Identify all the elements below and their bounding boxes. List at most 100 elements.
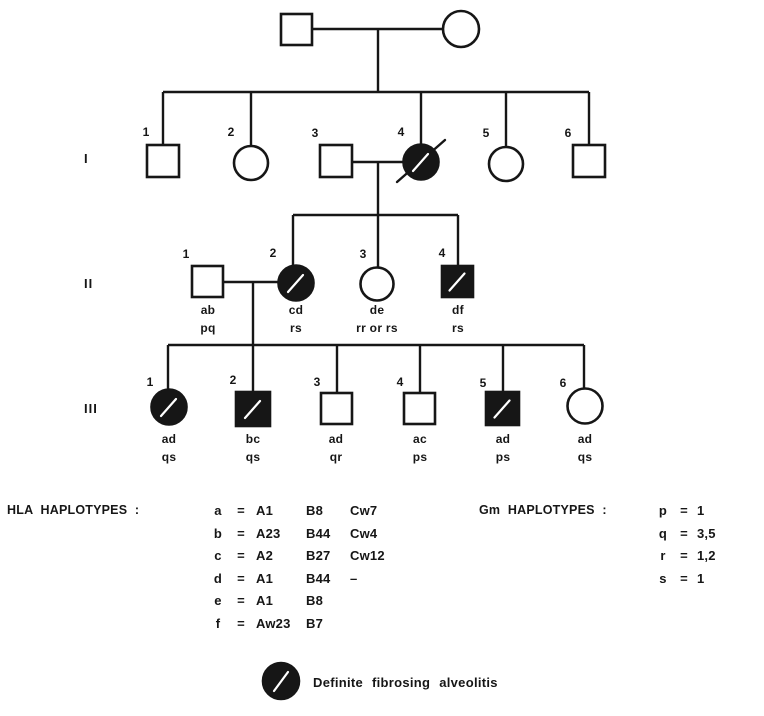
haplotype-key: b (213, 525, 223, 541)
hla-haplotype-label: de (370, 303, 385, 317)
haplotype-allele: 3,5 (697, 525, 716, 541)
female-circle-symbol (441, 9, 481, 49)
individual-number: 2 (230, 373, 237, 387)
haplotype-allele: A1 (256, 503, 274, 518)
male-square-symbol (402, 391, 437, 426)
haplotype-allele: Cw12 (350, 548, 385, 564)
male-square-symbol (319, 391, 354, 426)
female-circle-symbol (487, 145, 525, 183)
equals-sign: = (237, 503, 245, 518)
gm-haplotype-label: pq (200, 321, 215, 335)
gm-haplotype-label: qs (246, 450, 261, 464)
gm-haplotype-label: qs (578, 450, 593, 464)
individual-number: 3 (312, 126, 319, 140)
equals-sign: = (237, 548, 245, 564)
affected-hatch-mark (159, 397, 178, 418)
hla-haplotype-label: bc (246, 432, 261, 446)
haplotype-row-r: r=1,2 (655, 545, 747, 568)
gm-haplotype-label: qs (162, 450, 177, 464)
individual-number: 3 (360, 247, 367, 261)
hla-haplotype-label: ad (578, 432, 593, 446)
individual-I-2: 2 (228, 125, 270, 182)
individual-I-5: 5 (483, 126, 525, 183)
equals-sign: = (237, 593, 245, 609)
haplotype-allele: A23 (256, 525, 281, 541)
haplotype-key: d (213, 570, 223, 586)
individual-I-4: 4 (395, 125, 447, 184)
haplotype-key: q (658, 525, 668, 541)
individual-number: 4 (439, 246, 446, 260)
gm-haplotype-label: qr (330, 450, 343, 464)
male-square-symbol (318, 143, 354, 179)
equals-sign: = (237, 525, 245, 541)
equals-sign: = (680, 548, 688, 564)
individual-number: 4 (398, 125, 405, 139)
hla-haplotype-label: ad (496, 432, 511, 446)
hla-haplotype-label: ac (413, 432, 427, 446)
female-circle-symbol (232, 144, 270, 182)
individual-II-1: 1 ab pq (183, 247, 225, 335)
individual-I-1: 1 (143, 125, 181, 179)
generation-label-I: I (84, 151, 89, 166)
hla-haplotype-label: ad (329, 432, 344, 446)
individual-number: 4 (397, 375, 404, 389)
affected-legend: Definite fibrosing alveolitis (261, 661, 498, 701)
haplotype-key: r (660, 548, 666, 564)
haplotype-row-p: p=1 (655, 500, 747, 523)
hla-haplotype-label: ab (201, 303, 216, 317)
haplotype-key: a (214, 503, 222, 518)
gm-haplotype-label: rs (290, 321, 302, 335)
haplotype-allele: Cw4 (350, 525, 378, 541)
affected-hatch-mark (286, 273, 305, 294)
gm-haplotypes-header: Gm HAPLOTYPES : (479, 503, 607, 517)
individual-number: 5 (483, 126, 490, 140)
hla-haplotype-label: cd (289, 303, 304, 317)
haplotype-allele: B44 (306, 525, 331, 541)
haplotype-key: s (659, 570, 667, 586)
individual-number: 2 (228, 125, 235, 139)
haplotype-allele: B8 (306, 503, 324, 518)
haplotype-key: c (214, 548, 222, 564)
individual-number: 1 (143, 125, 150, 139)
haplotype-key: p (658, 503, 668, 518)
generation-label-III: III (84, 401, 98, 416)
individual-ancestor-mother (441, 9, 481, 49)
haplotype-allele: – (350, 570, 358, 586)
equals-sign: = (680, 503, 688, 518)
male-square-symbol (145, 143, 181, 179)
affected-hatch-mark (493, 399, 511, 419)
generation-label-II: II (84, 276, 93, 291)
female-circle-symbol (359, 266, 395, 302)
haplotype-allele: A1 (256, 570, 274, 586)
female-circle-symbol (566, 387, 604, 425)
haplotype-row-s: s=1 (655, 568, 747, 591)
individual-number: 1 (183, 247, 190, 261)
male-square-symbol (279, 12, 314, 47)
individual-ancestor-father (279, 12, 314, 47)
affected-hatch-mark (272, 670, 290, 693)
hla-haplotype-label: df (452, 303, 465, 317)
haplotype-allele: B27 (306, 548, 331, 564)
individual-I-3: 3 (312, 126, 354, 179)
individual-number: 6 (565, 126, 572, 140)
hla-haplotypes-header: HLA HAPLOTYPES : (7, 503, 140, 517)
equals-sign: = (237, 570, 245, 586)
haplotype-allele: 1 (697, 570, 705, 586)
haplotype-allele: B44 (306, 570, 331, 586)
gm-haplotype-label: rs (452, 321, 464, 335)
affected-male-square-symbol (234, 390, 272, 428)
equals-sign: = (237, 615, 245, 631)
